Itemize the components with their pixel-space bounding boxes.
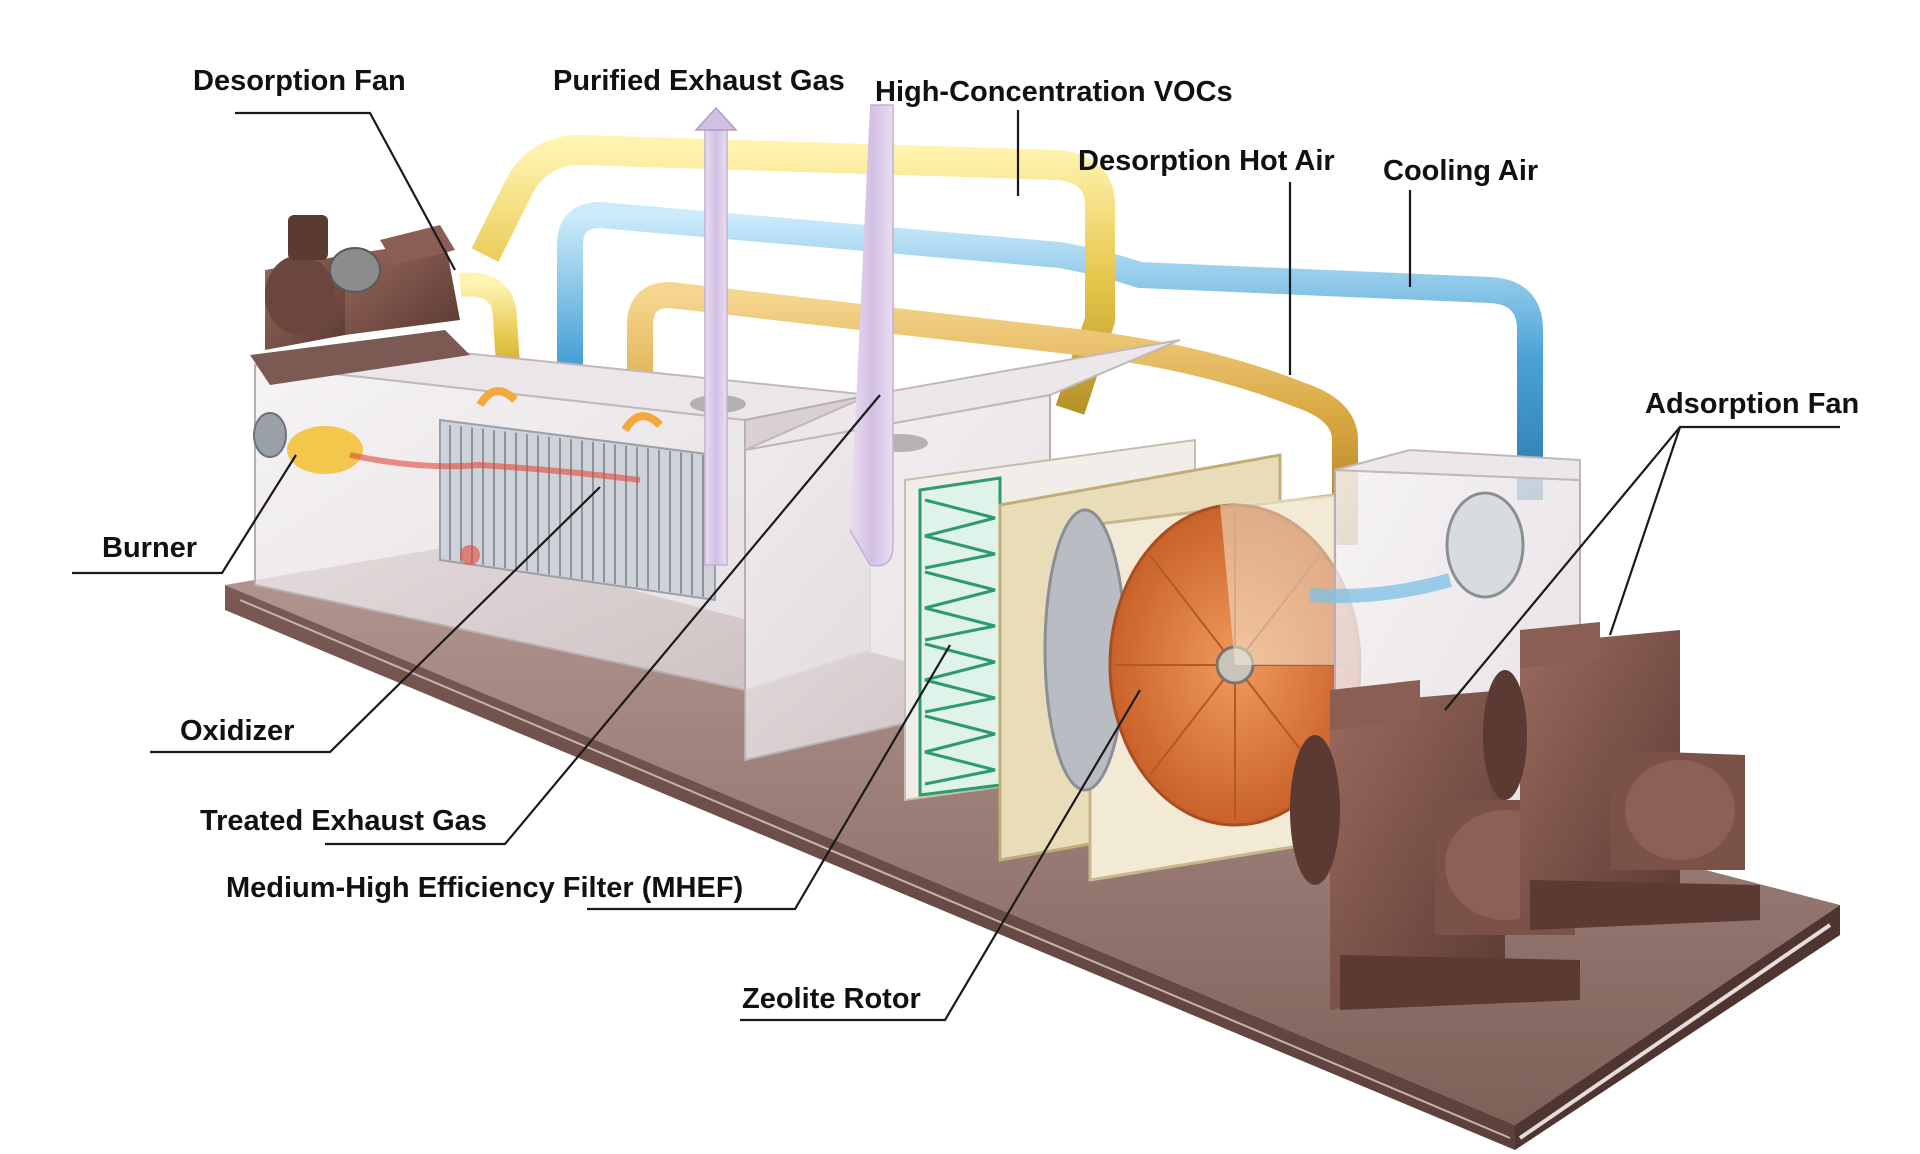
leader-zeolite-rotor	[740, 689, 1141, 1022]
label-desorption-hot-air: Desorption Hot Air	[1078, 145, 1335, 177]
label-mhef: Medium-High Efficiency Filter (MHEF)	[226, 872, 743, 904]
voc-duct	[471, 135, 1115, 415]
leader-desorption-fan	[235, 111, 456, 271]
fan-connector-duct	[458, 272, 522, 396]
label-desorption-fan: Desorption Fan	[193, 65, 406, 97]
label-purified-exhaust-gas: Purified Exhaust Gas	[553, 65, 845, 97]
label-adsorption-fan: Adsorption Fan	[1645, 388, 1859, 420]
label-oxidizer: Oxidizer	[180, 715, 294, 747]
cooling-air-inlet	[1445, 491, 1525, 599]
leader-treated-exhaust-gas	[325, 394, 881, 846]
desorption-hot-air-duct	[627, 282, 1358, 545]
treated-exhaust-stack	[849, 104, 894, 567]
desorption-fan-unit	[250, 215, 470, 385]
leader-lines	[72, 110, 1840, 1022]
adsorption-fan-2	[1483, 622, 1760, 930]
label-cooling-air: Cooling Air	[1383, 155, 1538, 187]
label-burner: Burner	[102, 532, 197, 564]
labels: Desorption Fan Purified Exhaust Gas High…	[102, 65, 1859, 1015]
purified-exhaust-stack	[694, 106, 738, 566]
leader-mhef	[587, 644, 951, 911]
label-treated-exhaust-gas: Treated Exhaust Gas	[200, 805, 487, 837]
leader-oxidizer	[150, 486, 601, 754]
leader-adsorption-fan-2	[1608, 426, 1682, 636]
burner-nozzle	[253, 412, 287, 458]
burner-flame	[287, 426, 363, 474]
leader-burner	[72, 454, 297, 575]
label-zeolite-rotor: Zeolite Rotor	[742, 983, 921, 1015]
label-high-concentration-vocs: High-Concentration VOCs	[875, 76, 1233, 108]
zeolite-rotor-unit	[998, 453, 1362, 882]
hot-stream	[349, 452, 641, 483]
